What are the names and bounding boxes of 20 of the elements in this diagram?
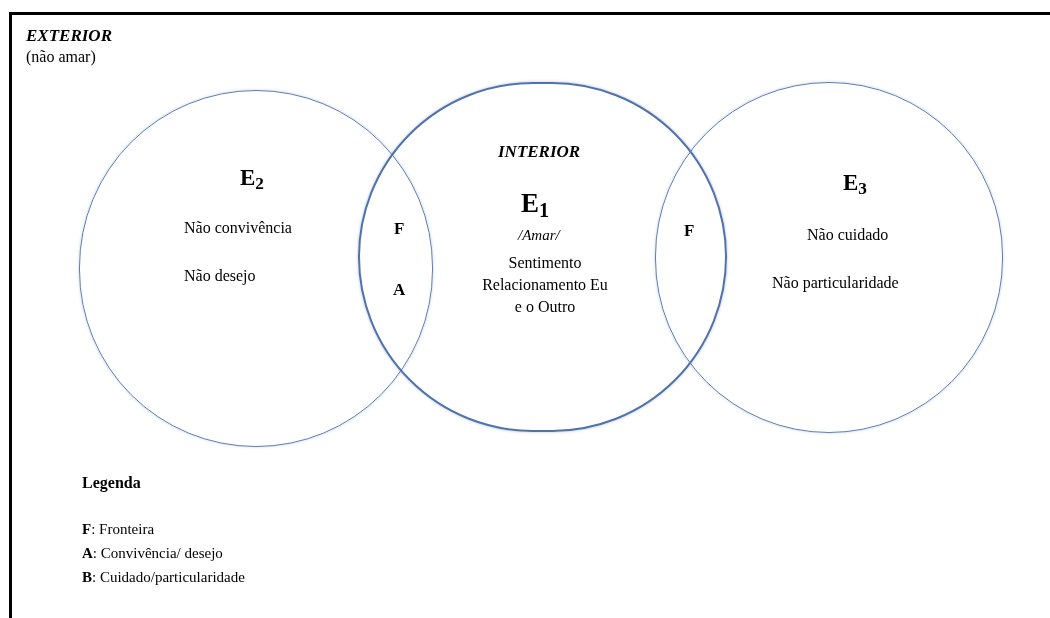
region-title: INTERIOR: [498, 141, 581, 163]
legend-entry: B: Cuidado/particularidade: [82, 568, 245, 587]
set-item: Não cuidado: [807, 225, 889, 245]
set-item: Não desejo: [184, 266, 256, 287]
region-title: EXTERIOR: [26, 25, 112, 47]
set-subtitle: /Amar/: [518, 226, 560, 245]
exterior-frame: [9, 12, 1050, 618]
region-letter: A: [393, 279, 406, 301]
set-item: Não particularidade: [772, 273, 899, 294]
set-description: Sentimento Relacionamento Eu e o Outro: [482, 253, 608, 317]
set-label: E$_{3}$: [843, 169, 867, 201]
legend-entry: F: Fronteira: [82, 520, 155, 539]
set-label: E$_{1}$: [521, 187, 550, 221]
legend-title: Legenda: [82, 473, 141, 494]
region-letter: F: [684, 220, 695, 242]
region-letter: F: [394, 218, 405, 240]
set-item: Não convivência: [184, 218, 292, 238]
legend-entry: A: Convivência/ desejo: [82, 544, 223, 563]
region-subtitle: (não amar): [26, 47, 96, 68]
set-label: E$_{2}$: [240, 164, 264, 196]
